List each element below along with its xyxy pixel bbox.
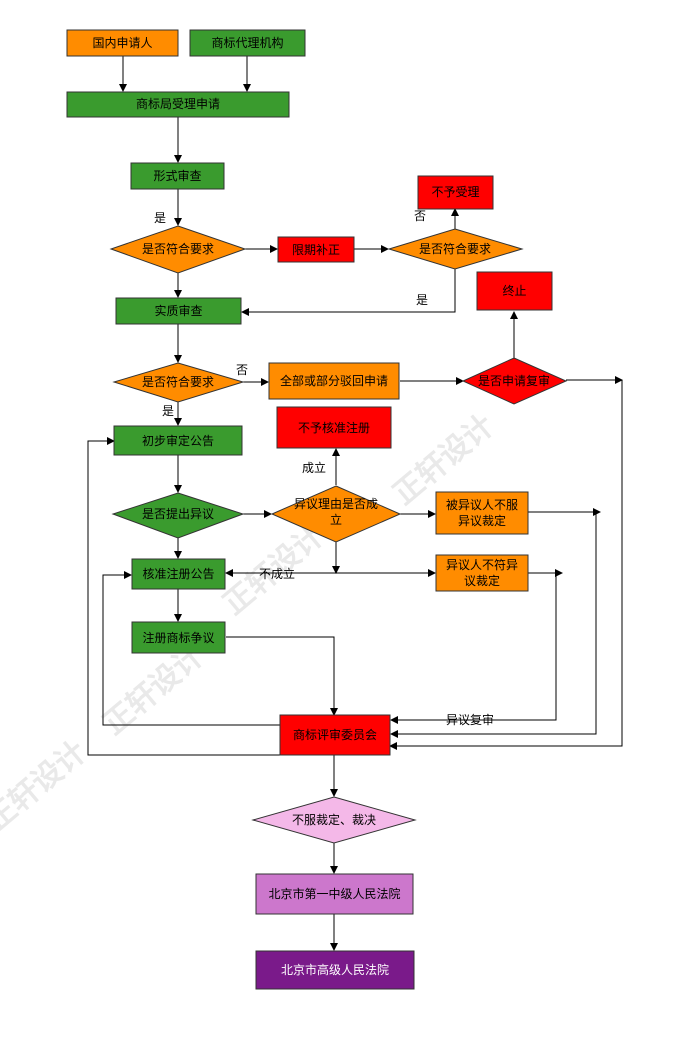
edge-board-preliminary xyxy=(87,437,280,756)
node-formal-review: 形式审查 xyxy=(130,162,225,190)
node-formal-review-label: 形式审查 xyxy=(153,168,201,183)
node-substantive-review: 实质审查 xyxy=(115,297,242,325)
node-objection-raised: 是否提出异议 xyxy=(111,492,245,539)
node-meets-req-1-label: 是否符合要求 xyxy=(142,241,214,256)
node-board: 商标评审委员会 xyxy=(279,714,391,756)
node-reject-all-part-label: 全部或部分驳回申请 xyxy=(280,373,388,388)
edge-objector-board xyxy=(390,573,557,724)
label-objection-review: 异议复审 xyxy=(446,712,494,727)
node-objector-disagree-label-1: 异议人不符异 xyxy=(446,557,518,572)
edge-dispute-board xyxy=(226,636,338,716)
node-apply-review: 是否申请复审 xyxy=(461,357,568,405)
node-opposed-disagree-label-2: 异议裁定 xyxy=(458,513,506,528)
node-agency: 商标代理机构 xyxy=(189,29,306,57)
node-board-label: 商标评审委员会 xyxy=(293,727,377,742)
nodes: 国内申请人 商标代理机构 商标局受理申请 形式审查 是否符合要求 限期补正 是否… xyxy=(66,29,568,990)
watermark: 正轩设计 正轩设计 正轩设计 正轩设计 xyxy=(0,408,501,838)
node-objection-valid: 异议理由是否成 立 xyxy=(270,485,402,543)
node-preliminary: 初步审定公告 xyxy=(113,425,243,456)
node-approve-publish-label: 核准注册公告 xyxy=(142,566,214,581)
node-terminate-label: 终止 xyxy=(502,283,526,298)
node-meets-req-3: 是否符合要求 xyxy=(112,362,245,403)
edge-opposed-board xyxy=(390,512,597,738)
watermark-text-3: 正轩设计 xyxy=(97,638,211,742)
node-objector-disagree-label-2: 议裁定 xyxy=(464,573,500,588)
node-applicant: 国内申请人 xyxy=(66,29,179,57)
label-no-1: 否 xyxy=(414,209,426,223)
node-dispute-label: 注册商标争议 xyxy=(142,630,214,645)
node-court1: 北京市第一中级人民法院 xyxy=(255,873,414,915)
node-substantive-review-label: 实质审查 xyxy=(154,303,202,318)
node-accept: 商标局受理申请 xyxy=(66,91,290,118)
node-disagree-ruling: 不服裁定、裁决 xyxy=(251,796,417,844)
node-opposed-disagree-label-1: 被异议人不服 xyxy=(446,498,518,512)
edge-req2-substantive xyxy=(241,269,456,316)
node-meets-req-3-label: 是否符合要求 xyxy=(142,374,214,389)
edge-labels: 是 否 是 否 是 成立 不成立 异议复审 xyxy=(154,209,494,727)
node-court2-label: 北京市高级人民法院 xyxy=(281,962,389,977)
node-terminate: 终止 xyxy=(476,271,553,311)
node-no-register: 不予核准注册 xyxy=(276,406,392,449)
edge-right-board xyxy=(389,380,623,750)
edges xyxy=(87,56,623,951)
node-agency-label: 商标代理机构 xyxy=(211,35,283,50)
node-objector-disagree: 异议人不符异 议裁定 xyxy=(435,554,529,592)
node-meets-req-2-label: 是否符合要求 xyxy=(419,241,491,256)
edge-board-approve xyxy=(102,571,280,726)
node-applicant-label: 国内申请人 xyxy=(92,36,152,50)
node-correction-label: 限期补正 xyxy=(292,243,340,257)
node-no-register-label: 不予核准注册 xyxy=(298,420,370,435)
label-yes-1: 是 xyxy=(154,211,166,225)
node-dispute: 注册商标争议 xyxy=(131,621,226,654)
node-court1-label: 北京市第一中级人民法院 xyxy=(268,886,400,901)
label-yes-2: 是 xyxy=(416,293,428,307)
node-meets-req-2: 是否符合要求 xyxy=(387,228,524,270)
label-no-2: 否 xyxy=(236,363,248,377)
node-disagree-ruling-label: 不服裁定、裁决 xyxy=(292,812,376,827)
node-approve-publish: 核准注册公告 xyxy=(131,558,226,590)
label-valid: 成立 xyxy=(302,460,326,475)
label-invalid: 不成立 xyxy=(259,566,295,581)
node-objection-raised-label: 是否提出异议 xyxy=(142,506,214,521)
node-opposed-disagree: 被异议人不服 异议裁定 xyxy=(435,491,529,535)
node-meets-req-1: 是否符合要求 xyxy=(109,225,247,274)
node-objection-valid-label-2: 立 xyxy=(330,512,342,527)
node-apply-review-label: 是否申请复审 xyxy=(478,373,550,388)
node-reject-accept-label: 不予受理 xyxy=(431,185,479,199)
node-correction: 限期补正 xyxy=(277,236,355,263)
node-objection-valid-label-1: 异议理由是否成 xyxy=(294,497,378,511)
node-accept-label: 商标局受理申请 xyxy=(136,96,220,111)
watermark-text-4: 正轩设计 xyxy=(0,734,93,838)
node-reject-all-part: 全部或部分驳回申请 xyxy=(268,362,400,400)
label-yes-3: 是 xyxy=(162,404,174,418)
node-preliminary-label: 初步审定公告 xyxy=(142,433,214,448)
node-court2: 北京市高级人民法院 xyxy=(255,950,415,990)
node-reject-accept: 不予受理 xyxy=(417,175,494,210)
